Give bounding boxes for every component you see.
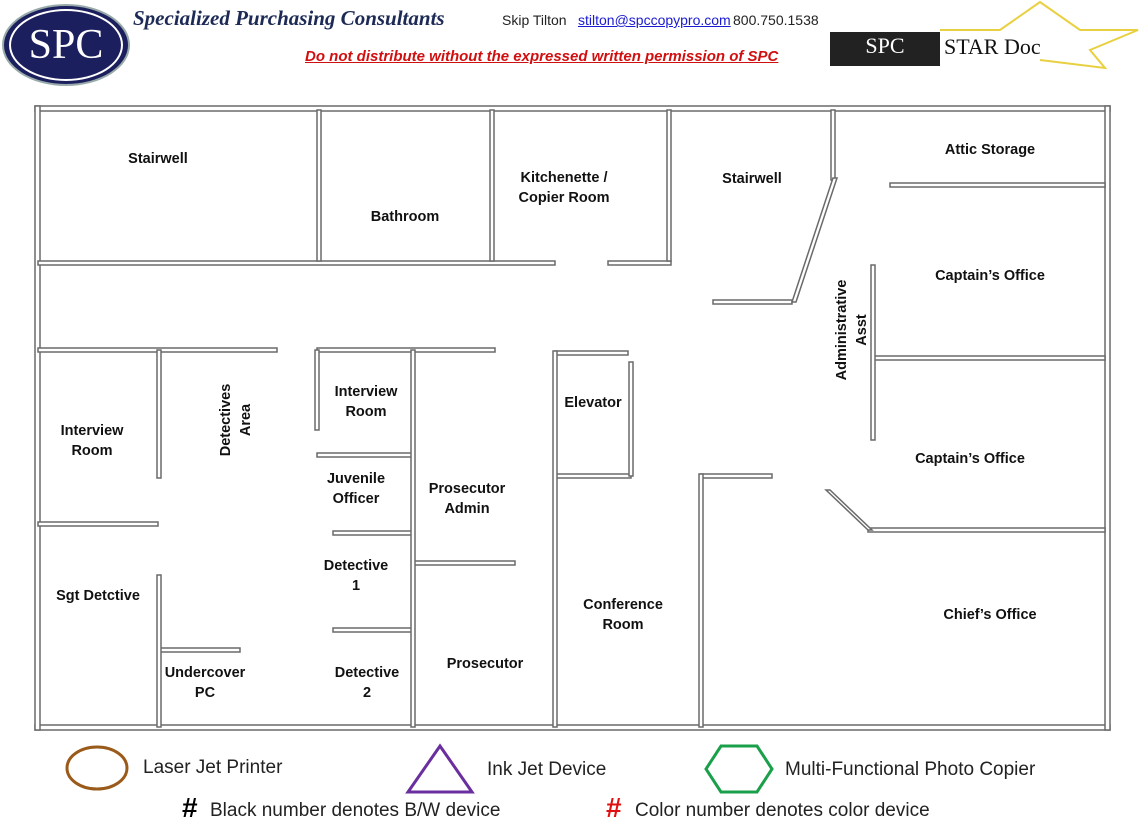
wall	[34, 105, 1111, 112]
wall	[316, 452, 414, 458]
legend-laser-label: Laser Jet Printer	[143, 757, 283, 778]
inkjet-triangle-icon	[405, 743, 475, 794]
wall	[607, 260, 672, 266]
distribution-warning: Do not distribute without the expressed …	[305, 48, 779, 65]
wall	[830, 109, 836, 181]
room-label-stairwell-2: Stairwell	[722, 171, 782, 187]
laser-printer-circle-icon	[65, 745, 129, 791]
color-note: Color number denotes color device	[635, 800, 930, 821]
room-label-prosecutor: Prosecutor	[447, 656, 524, 672]
wall	[316, 347, 496, 353]
color-hash-symbol: #	[606, 792, 622, 823]
wall	[628, 361, 634, 477]
wall	[314, 349, 320, 431]
mfp-hexagon-icon	[704, 744, 774, 794]
bw-hash-symbol: #	[182, 792, 198, 823]
wall	[37, 521, 159, 527]
phone-number: 800.750.1538	[733, 12, 819, 28]
diagonal-wall	[790, 177, 839, 303]
wall	[156, 574, 162, 728]
wall	[1104, 105, 1111, 731]
room-label-captain-2: Captain’s Office	[915, 451, 1025, 467]
wall	[410, 349, 416, 728]
wall	[554, 350, 629, 356]
room-label-kitchenette: Kitchenette /Copier Room	[518, 170, 609, 206]
room-label-captain-1: Captain’s Office	[935, 268, 1045, 284]
wall	[700, 473, 773, 479]
company-name: Specialized Purchasing Consultants	[133, 6, 445, 30]
email-link[interactable]: stilton@spccopypro.com	[578, 12, 731, 28]
spc-logo: SPC	[2, 4, 130, 86]
wall	[867, 527, 1106, 533]
legend-mfp-label: Multi-Functional Photo Copier	[785, 759, 1036, 780]
room-label-sgt: Sgt Detctive	[56, 588, 140, 604]
wall	[332, 627, 414, 633]
wall	[872, 355, 1106, 361]
wall	[552, 350, 558, 728]
legend-inkjet-label: Ink Jet Device	[487, 759, 607, 780]
wall	[712, 299, 793, 305]
star-doc-title: STAR Doc	[944, 34, 1041, 59]
room-label-bathroom: Bathroom	[371, 209, 439, 225]
wall	[316, 109, 322, 262]
room-label-attic: Attic Storage	[945, 142, 1035, 158]
wall	[332, 530, 414, 536]
wall	[34, 105, 41, 731]
contact-name: Skip Tilton	[502, 12, 567, 28]
room-label-elevator: Elevator	[564, 395, 622, 411]
wall	[698, 473, 704, 728]
room-label-chief: Chief’s Office	[943, 607, 1036, 623]
wall	[159, 647, 241, 653]
wall	[554, 473, 632, 479]
wall	[870, 264, 876, 441]
room-label-stairwell-1: Stairwell	[128, 151, 188, 167]
star-doc-spc-logo: SPC	[830, 32, 940, 66]
wall	[889, 182, 1106, 188]
diagonal-wall	[824, 489, 874, 531]
wall	[666, 109, 672, 262]
wall	[34, 724, 1111, 731]
wall	[412, 560, 516, 566]
wall	[156, 349, 162, 479]
wall	[489, 109, 495, 262]
star-logo-icon	[940, 0, 1139, 70]
bw-note: Black number denotes B/W device	[210, 800, 501, 821]
wall	[37, 260, 556, 266]
